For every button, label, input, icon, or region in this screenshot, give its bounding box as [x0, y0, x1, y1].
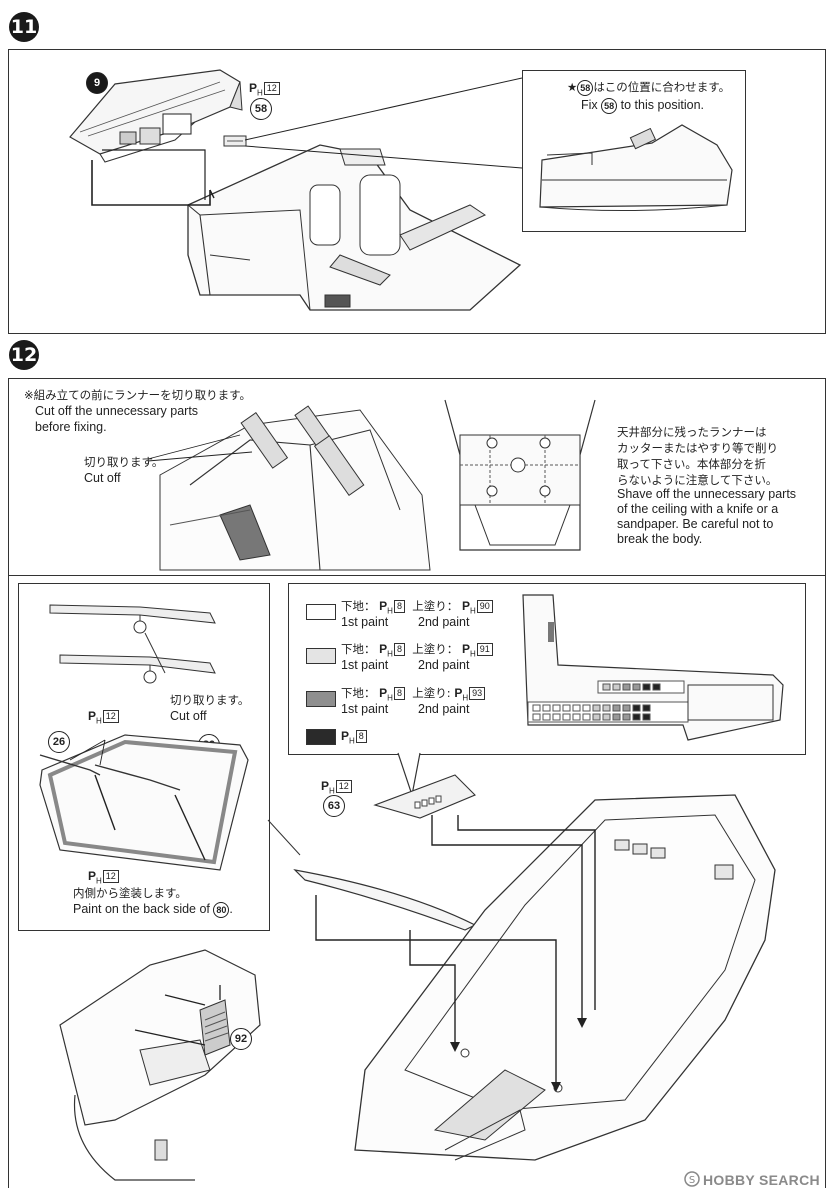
step-11-frame — [8, 49, 826, 334]
ceiling-note-en-2: of the ceiling with a knife or a — [617, 502, 779, 516]
cut-pointer-lines — [147, 434, 253, 462]
step-12-number: 12 — [10, 344, 38, 366]
runner-note-en-1: Cut off the unnecessary parts — [35, 404, 199, 418]
step-11-badge: 11 — [9, 12, 39, 42]
wiper-cut-en: Cut off — [170, 709, 207, 723]
console-63-paint-diagram — [522, 594, 784, 741]
ceiling-plan-illustration — [444, 399, 596, 551]
windshield-inset-box — [18, 583, 270, 931]
part-58-label: 58 — [250, 98, 272, 120]
console-part-58 — [223, 135, 247, 147]
car-interior-illustration — [187, 144, 522, 311]
wiper-cut-jp: 切り取ります。 — [170, 693, 250, 707]
runner-note-en-2: before fixing. — [35, 420, 107, 434]
paint-row-3-en-second: 2nd paint — [418, 702, 470, 716]
rear-body-illustration — [59, 949, 261, 1181]
inside-paint-jp: 内側から塗装します。 — [73, 886, 187, 900]
ceiling-note-en-1: Shave off the unnecessary parts — [617, 487, 797, 501]
ceiling-note-jp-4: らないように注意して下さい。 — [617, 473, 778, 487]
dashboard-illustration — [69, 69, 243, 163]
inside-paint-en: Paint on the back side of 80. — [73, 901, 233, 918]
part-26-label: 26 — [48, 731, 70, 753]
paint-table-box — [288, 583, 806, 755]
paint-row-3-en-first: 1st paint — [341, 702, 389, 716]
step-11-number: 11 — [10, 16, 38, 38]
paint-swatch-3 — [306, 691, 336, 707]
paint-swatch-2 — [306, 648, 336, 664]
ceiling-note-en-3: sandpaper. Be careful not to — [617, 517, 774, 531]
part-63-label: 63 — [323, 795, 345, 817]
wiper-runner-illustration — [49, 604, 216, 684]
part-9-label: 9 — [86, 72, 108, 94]
cut-note-jp: 切り取ります。 — [84, 455, 164, 469]
paint-row-1-en-second: 2nd paint — [418, 615, 470, 629]
step-11-inset-box — [522, 70, 746, 232]
inset-console-illustration — [539, 124, 733, 212]
step-12-badge: 12 — [9, 340, 39, 370]
roof-runner-illustration — [159, 405, 431, 571]
inset-note-en: Fix 58 to this position. — [581, 97, 705, 114]
paint-swatch-1 — [306, 604, 336, 620]
cut-note-en: Cut off — [84, 471, 121, 485]
ceiling-note-jp-1: 天井部分に残ったランナーは — [617, 425, 767, 439]
paint-row-2-en-second: 2nd paint — [418, 658, 470, 672]
ceiling-note-jp-3: 取って下さい。本体部分を折 — [617, 457, 766, 471]
runner-note-jp: ※組み立ての前にランナーを切り取ります。 — [24, 388, 251, 402]
paint-swatch-4 — [306, 729, 336, 745]
step-12-bottom-frame — [8, 575, 826, 1188]
paint-row-1-en-first: 1st paint — [341, 615, 389, 629]
part-92-label: 92 — [230, 1028, 252, 1050]
paint-row-2-en-first: 1st paint — [341, 658, 389, 672]
car-body-illustration — [293, 774, 776, 1161]
ceiling-note-en-4: break the body. — [617, 532, 703, 546]
hobby-search-logo-icon: S — [684, 1171, 700, 1187]
step-11-leader-lines — [91, 77, 523, 206]
windshield-illustration — [39, 734, 249, 871]
watermark-text: HOBBY SEARCH — [703, 1172, 820, 1188]
svg-text:S: S — [689, 1175, 695, 1186]
ceiling-note-jp-2: カッターまたはやすり等で削り — [617, 441, 778, 455]
